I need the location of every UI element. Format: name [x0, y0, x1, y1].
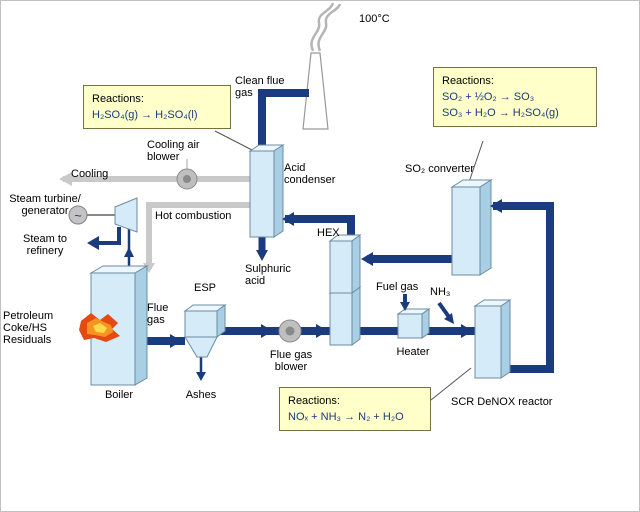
hex-upper-side: [351, 234, 361, 294]
note-converter-reactions: Reactions: SO₂ + ½O₂ → SO₃ SO₃ + H₂O → H…: [433, 67, 597, 127]
hex-label: HEX: [317, 227, 340, 239]
arrow-into-scr: [461, 324, 473, 338]
arrow-into-blower: [261, 324, 273, 338]
hex-upper-vessel: [329, 240, 353, 294]
petroleum-feed-label: Petroleum Coke/HS Residuals: [3, 310, 54, 346]
note-pointer-condenser: [214, 130, 255, 152]
pipe-nh3-in: [437, 301, 451, 319]
note-scr-reactions: Reactions: NOₓ + NH₃ → N₂ + H₂O: [279, 387, 431, 431]
arrow-steam-refinery: [87, 236, 99, 250]
esp-side: [216, 304, 226, 338]
note-pointer-scr: [430, 367, 472, 401]
steam-to-refinery-label: Steam to refinery: [22, 233, 68, 257]
note-title: Reactions:: [92, 93, 144, 105]
smoke-line: [317, 3, 342, 52]
generator-symbol: [68, 205, 88, 225]
heater-vessel: [397, 313, 423, 339]
fuel-gas-label: Fuel gas: [376, 281, 419, 293]
so2-converter-label: SO₂ converter: [405, 163, 475, 175]
acid-condenser-side: [273, 144, 284, 238]
reaction-formula: H₂SO₄(g) → H₂SO₄(l): [92, 109, 198, 121]
scr-reactor-vessel: [474, 305, 502, 379]
flue-gas-blower-label: Flue gas blower: [269, 349, 313, 373]
steam-turbine-generator-label: Steam turbine/ generator: [9, 193, 81, 217]
chimney-stack: [302, 52, 329, 130]
acid-condenser-vessel: [249, 150, 275, 238]
generator-tilde: ~: [74, 208, 82, 223]
scr-reactor-side: [500, 299, 511, 379]
note-pointer-converter: [467, 140, 484, 186]
heater-side: [421, 308, 430, 339]
stack-temperature-label: 100°C: [359, 13, 390, 25]
acid-condenser-label: Acid condenser: [284, 162, 336, 186]
cooling-label: Cooling: [71, 168, 109, 180]
esp-label: ESP: [193, 282, 216, 294]
arrow-into-condenser: [282, 212, 294, 226]
nh3-label: NH₃: [430, 286, 451, 298]
arrow-into-converter: [490, 199, 502, 213]
steam-turbine-symbol: [114, 197, 138, 233]
cooling-air-blower-label: Cooling air blower: [147, 139, 200, 163]
esp-vessel: [184, 310, 218, 338]
arrow-into-hex-upper: [361, 252, 373, 266]
arrow-ashes: [196, 372, 206, 381]
cooling-out-arrow: [59, 172, 72, 186]
cooling-air-blower-hub: [183, 175, 191, 183]
note-title: Reactions:: [442, 75, 494, 87]
arrow-sulphuric-acid: [256, 250, 268, 261]
note-title: Reactions:: [288, 395, 340, 407]
clean-flue-gas-label: Clean flue gas: [235, 75, 285, 99]
hot-combustion-label: Hot combustion: [155, 210, 232, 222]
smoke-line: [310, 2, 335, 52]
flue-gas-label: Flue gas: [147, 302, 169, 326]
pipe-scr-to-converter: [493, 202, 554, 373]
note-condenser-reactions: Reactions: H₂SO₄(g) → H₂SO₄(l): [83, 85, 231, 129]
pipe-steam-to-refinery: [93, 227, 121, 245]
flue-gas-blower-hub: [285, 326, 295, 336]
arrow-into-esp: [170, 334, 182, 348]
so2-converter-side: [479, 179, 492, 276]
scr-denox-reactor-label: SCR DeNOX reactor: [451, 396, 553, 408]
hex-lower-side: [351, 286, 361, 346]
reaction-formula: SO₂ + ½O₂ → SO₃: [442, 91, 535, 103]
arrow-fuel-gas: [400, 302, 410, 311]
so2-converter-vessel: [451, 186, 481, 276]
flame-core: [93, 323, 107, 333]
boiler-label: Boiler: [104, 389, 134, 401]
hex-lower-vessel: [329, 292, 353, 346]
ashes-label: Ashes: [185, 389, 217, 401]
arrow-nh3: [444, 313, 454, 324]
esp-hopper: [184, 336, 218, 358]
boiler-side: [134, 265, 148, 386]
sulphuric-acid-label: Sulphuric acid: [245, 263, 291, 287]
pipe-condenser-to-chimney: [258, 89, 309, 155]
arrow-steam-up: [124, 247, 134, 257]
hot-combustion-pipe: [146, 202, 252, 269]
arrow-into-hex: [316, 324, 328, 338]
reaction-formula: NOₓ + NH₃ → N₂ + H₂O: [288, 411, 404, 423]
heater-label: Heater: [396, 346, 430, 358]
reaction-formula: SO₃ + H₂O → H₂SO₄(g): [442, 107, 559, 119]
